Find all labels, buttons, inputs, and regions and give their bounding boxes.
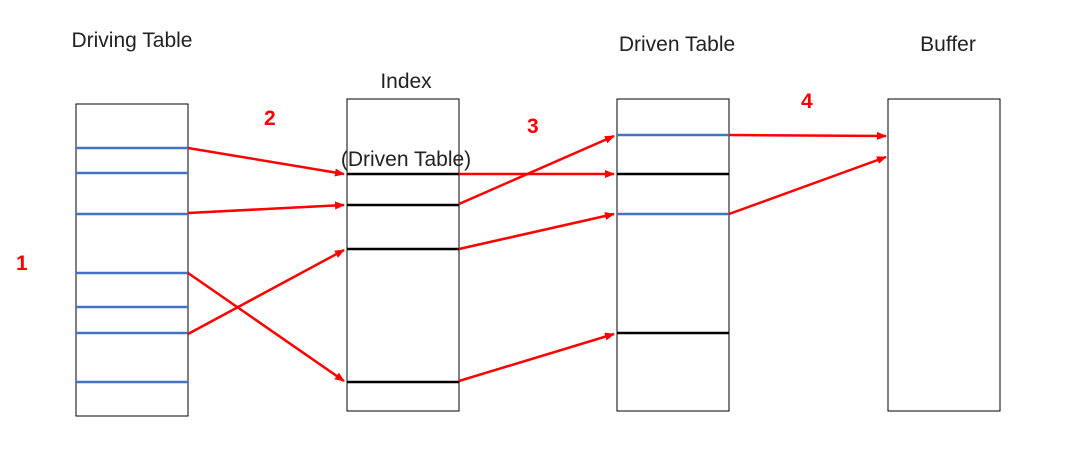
buffer-title: Buffer [920, 33, 976, 56]
index-rows [347, 172, 459, 384]
step-1-label: 1 [16, 252, 28, 275]
driving-table-rows [76, 146, 188, 384]
buffer-box [887, 98, 1001, 412]
arrow [728, 155, 887, 216]
index-title-line2: (Driven Table) [340, 148, 472, 171]
arrow [458, 212, 615, 251]
driving-table-box [75, 103, 189, 417]
arrow [187, 248, 345, 336]
driven-table-box [616, 98, 730, 412]
step-4-label: 4 [801, 90, 813, 113]
index-title-line1: Index [380, 70, 432, 93]
driven-table-title: Driven Table [618, 33, 736, 56]
arrow [187, 271, 345, 383]
step-2-label: 2 [264, 107, 276, 130]
step-3-label: 3 [527, 115, 539, 138]
arrow [187, 146, 345, 177]
arrows [187, 131, 887, 383]
index-box [346, 98, 460, 412]
driving-table-title: Driving Table [71, 29, 193, 52]
index-title: Index (Driven Table) [316, 17, 496, 199]
arrow [458, 332, 615, 383]
arrow [458, 134, 615, 206]
arrow [728, 131, 887, 140]
arrow [187, 201, 345, 215]
driven-table-rows [617, 133, 729, 335]
